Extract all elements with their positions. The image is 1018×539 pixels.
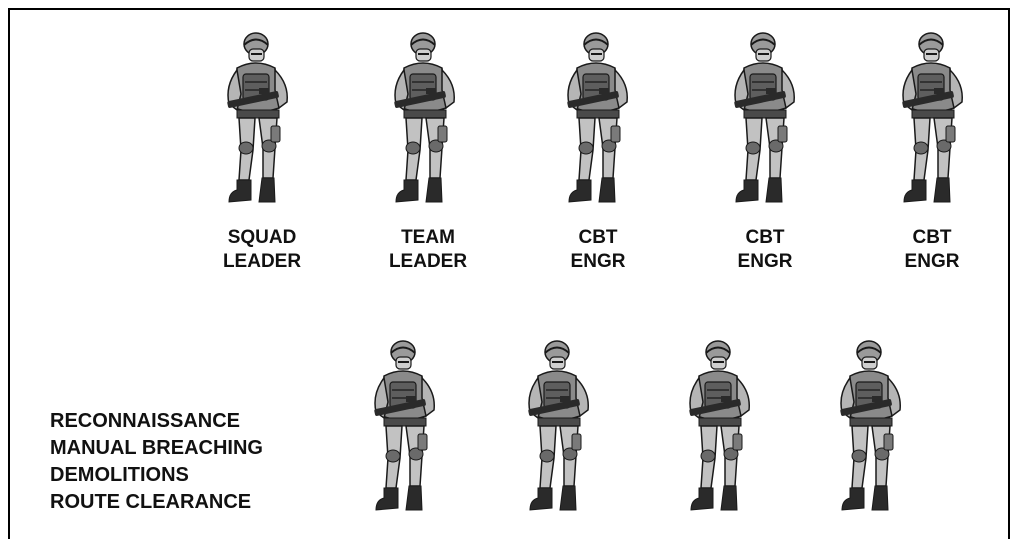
diagram-frame: SQUAD LEADER TEAM LEADER CBT ENGR CBT EN… bbox=[8, 8, 1010, 539]
role-label-line1: CBT bbox=[538, 226, 658, 250]
task-item: ROUTE CLEARANCE bbox=[50, 489, 263, 516]
soldier-icon bbox=[828, 338, 914, 524]
role-label-line2: LEADER bbox=[368, 250, 488, 274]
role-label-cbt-engr-3: CBT ENGR bbox=[872, 226, 992, 274]
role-label-line2: LEADER bbox=[202, 250, 322, 274]
task-item: DEMOLITIONS bbox=[50, 462, 263, 489]
soldier-icon bbox=[362, 338, 448, 524]
role-label-line1: CBT bbox=[872, 226, 992, 250]
task-list: RECONNAISSANCE MANUAL BREACHING DEMOLITI… bbox=[50, 408, 263, 516]
soldier-icon bbox=[890, 30, 976, 216]
soldier-icon bbox=[382, 30, 468, 216]
role-label-line2: ENGR bbox=[872, 250, 992, 274]
role-label-line2: ENGR bbox=[538, 250, 658, 274]
role-label-team-leader: TEAM LEADER bbox=[368, 226, 488, 274]
soldier-icon bbox=[516, 338, 602, 524]
soldier-icon bbox=[677, 338, 763, 524]
soldier-icon bbox=[215, 30, 301, 216]
role-label-line1: CBT bbox=[705, 226, 825, 250]
role-label-cbt-engr-2: CBT ENGR bbox=[705, 226, 825, 274]
task-item: RECONNAISSANCE bbox=[50, 408, 263, 435]
role-label-line2: ENGR bbox=[705, 250, 825, 274]
role-label-cbt-engr-1: CBT ENGR bbox=[538, 226, 658, 274]
role-label-line1: SQUAD bbox=[202, 226, 322, 250]
role-label-squad-leader: SQUAD LEADER bbox=[202, 226, 322, 274]
role-label-line1: TEAM bbox=[368, 226, 488, 250]
soldier-icon bbox=[555, 30, 641, 216]
task-item: MANUAL BREACHING bbox=[50, 435, 263, 462]
soldier-icon bbox=[722, 30, 808, 216]
